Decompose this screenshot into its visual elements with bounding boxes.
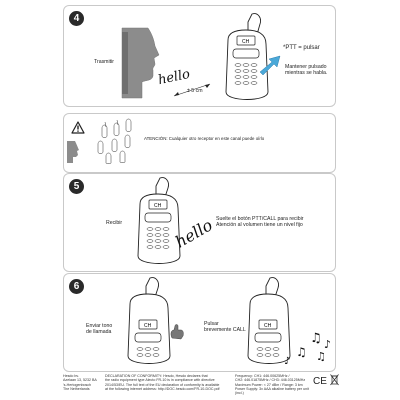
warning-panel: ATENCIÓN: Cualquier otro receptor en est… xyxy=(63,113,336,173)
footer-address: Hesdo bv. Azelaan 13, 5232 BA 's-Hertoge… xyxy=(63,374,97,391)
step-number: 6 xyxy=(69,279,84,294)
walkie-talkie-icon: CH xyxy=(225,13,269,100)
svg-text:CH: CH xyxy=(154,203,162,209)
svg-text:♫: ♫ xyxy=(316,350,326,363)
warning-text: ATENCIÓN: Cualquier otro receptor en est… xyxy=(144,136,265,141)
step-6-panel: 6 Enviar tono de llamada CH Pulsar breve… xyxy=(63,273,336,372)
walkie-talkie-right-icon: CH xyxy=(247,277,291,364)
press-briefly-label: Pulsar brevemente CALL xyxy=(204,321,246,334)
hold-text: Mantener pulsado mientras se habla. xyxy=(285,64,328,77)
distance-arrow-icon xyxy=(173,83,211,97)
svg-text:CH: CH xyxy=(242,39,250,45)
step-4-panel: 4 Trasmitir hello ± 5 cm CH *PTT = pulsa… xyxy=(63,5,336,107)
walkie-talkie-left-icon: CH xyxy=(127,277,171,364)
step-number: 4 xyxy=(69,11,84,26)
step-number: 5 xyxy=(69,179,84,194)
walkie-talkie-group-icon xyxy=(97,118,132,164)
transmit-label: Trasmitir xyxy=(94,59,114,65)
svg-text:♪: ♪ xyxy=(324,338,331,351)
walkie-talkie-icon: CH xyxy=(137,177,181,264)
pressing-finger-icon xyxy=(170,324,184,340)
receive-instructions: Suelte el botón PTT/CALL para recibir At… xyxy=(216,216,304,229)
ptt-label: *PTT = pulsar xyxy=(283,45,320,51)
weee-bin-icon xyxy=(330,374,339,386)
svg-text:♫: ♫ xyxy=(296,345,307,359)
blue-arrow-icon xyxy=(259,55,281,76)
warning-triangle-icon xyxy=(71,121,85,134)
svg-text:♫: ♫ xyxy=(310,331,322,346)
svg-text:CH: CH xyxy=(264,323,272,329)
send-tone-label: Enviar tono de llamada xyxy=(86,323,113,336)
footer-declaration: DECLARATION OF CONFORMITY: Hesdo, Hesdo … xyxy=(105,374,220,391)
svg-text:♪: ♪ xyxy=(284,356,290,367)
step-5-panel: 5 Recibir CH hello Suelte el botón PTT/C… xyxy=(63,173,336,272)
music-notes-icon: ♫ ♪ ♫ ♫ ♪ xyxy=(284,331,331,367)
svg-text:CH: CH xyxy=(144,323,152,329)
footer-specs: Frequency: CH1: 446.00625MHz / CH2: 446.… xyxy=(235,374,309,396)
receive-label: Recibir xyxy=(106,220,123,226)
face-silhouette-icon xyxy=(121,27,160,99)
ce-mark: CE xyxy=(313,376,327,387)
distance-label: ± 5 cm xyxy=(187,88,203,94)
small-face-icon xyxy=(67,141,79,163)
